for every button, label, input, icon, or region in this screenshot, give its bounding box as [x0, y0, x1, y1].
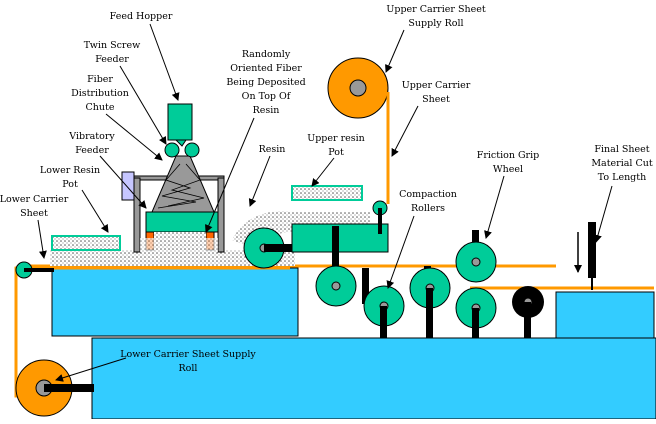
label-upper-supply-line: Supply Roll: [408, 18, 463, 29]
label-resin: Resin: [259, 144, 286, 155]
drive-wheel: [512, 286, 544, 338]
lower-supply-roll: [15, 359, 94, 417]
label-vibratory-line: Feeder: [75, 145, 109, 156]
label-random-fiber-line: Being Deposited: [226, 77, 305, 88]
label-upper-supply-line: Upper Carrier Sheet: [386, 4, 485, 15]
label-upper-resin-pot-line: Upper resin: [307, 133, 365, 144]
callout-arrows: [37, 23, 613, 382]
label-final-sheet-line: Material Cut: [591, 158, 653, 169]
upper-doctor-box: [291, 223, 389, 253]
resin-roller: [243, 227, 296, 269]
label-fiber-chute-line: Fiber: [87, 74, 113, 85]
label-vibratory-line: Vibratory: [68, 131, 115, 142]
cutter: [574, 222, 596, 290]
twin-screw-feeder: [164, 142, 200, 158]
compaction-rollers: [315, 226, 451, 338]
label-final-sheet-line: To Length: [598, 172, 646, 183]
label-twin-screw-line: Twin Screw: [84, 40, 140, 51]
label-lower-resin-pot-line: Pot: [62, 179, 78, 190]
label-random-fiber-line: Resin: [253, 105, 280, 116]
label-fiber-chute-line: Chute: [86, 102, 115, 113]
label-random-fiber-line: On Top Of: [242, 91, 292, 102]
label-upper-carrier-line: Sheet: [422, 94, 450, 105]
upper-supply-roll: [327, 57, 389, 119]
label-lower-carrier-line: Sheet: [20, 208, 48, 219]
label-fiber-chute-line: Distribution: [71, 88, 129, 99]
label-upper-carrier-line: Upper Carrier: [402, 80, 471, 91]
label-friction-line: Wheel: [493, 164, 523, 175]
label-lower-carrier-line: Lower Carrier: [0, 194, 69, 205]
label-lower-resin-pot-line: Lower Resin: [40, 165, 100, 176]
upper-guide-roll: [372, 200, 388, 234]
lower-resin-pot: [51, 235, 121, 251]
label-feed-hopper-line: Feed Hopper: [110, 11, 173, 22]
label-compaction-line: Rollers: [411, 203, 445, 214]
lower-base-platform: [91, 337, 656, 420]
fiber-distribution-chute: [151, 155, 215, 213]
label-random-fiber-line: Randomly: [242, 49, 291, 60]
label-upper-resin-pot-line: Pot: [328, 147, 344, 158]
friction-grip-wheels: [455, 230, 497, 338]
upper-resin-pot: [291, 185, 363, 201]
resin-layer: [50, 250, 295, 266]
label-friction-line: Friction Grip: [477, 150, 539, 161]
label-twin-screw-line: Feeder: [95, 54, 129, 65]
label-lower-supply-line: Roll: [179, 363, 198, 374]
label-lower-supply-line: Lower Carrier Sheet Supply: [120, 349, 256, 360]
label-compaction-line: Compaction: [399, 189, 457, 200]
feed-hopper: [167, 103, 193, 147]
lower-guide-roll: [15, 261, 54, 279]
label-resin-line: Resin: [259, 144, 286, 155]
label-feed-hopper: Feed Hopper: [110, 11, 173, 22]
lower-conveyor-table: [51, 267, 299, 337]
label-random-fiber-line: Oriented Fiber: [230, 63, 302, 74]
output-table: [555, 291, 655, 339]
label-final-sheet-line: Final Sheet: [594, 144, 649, 155]
